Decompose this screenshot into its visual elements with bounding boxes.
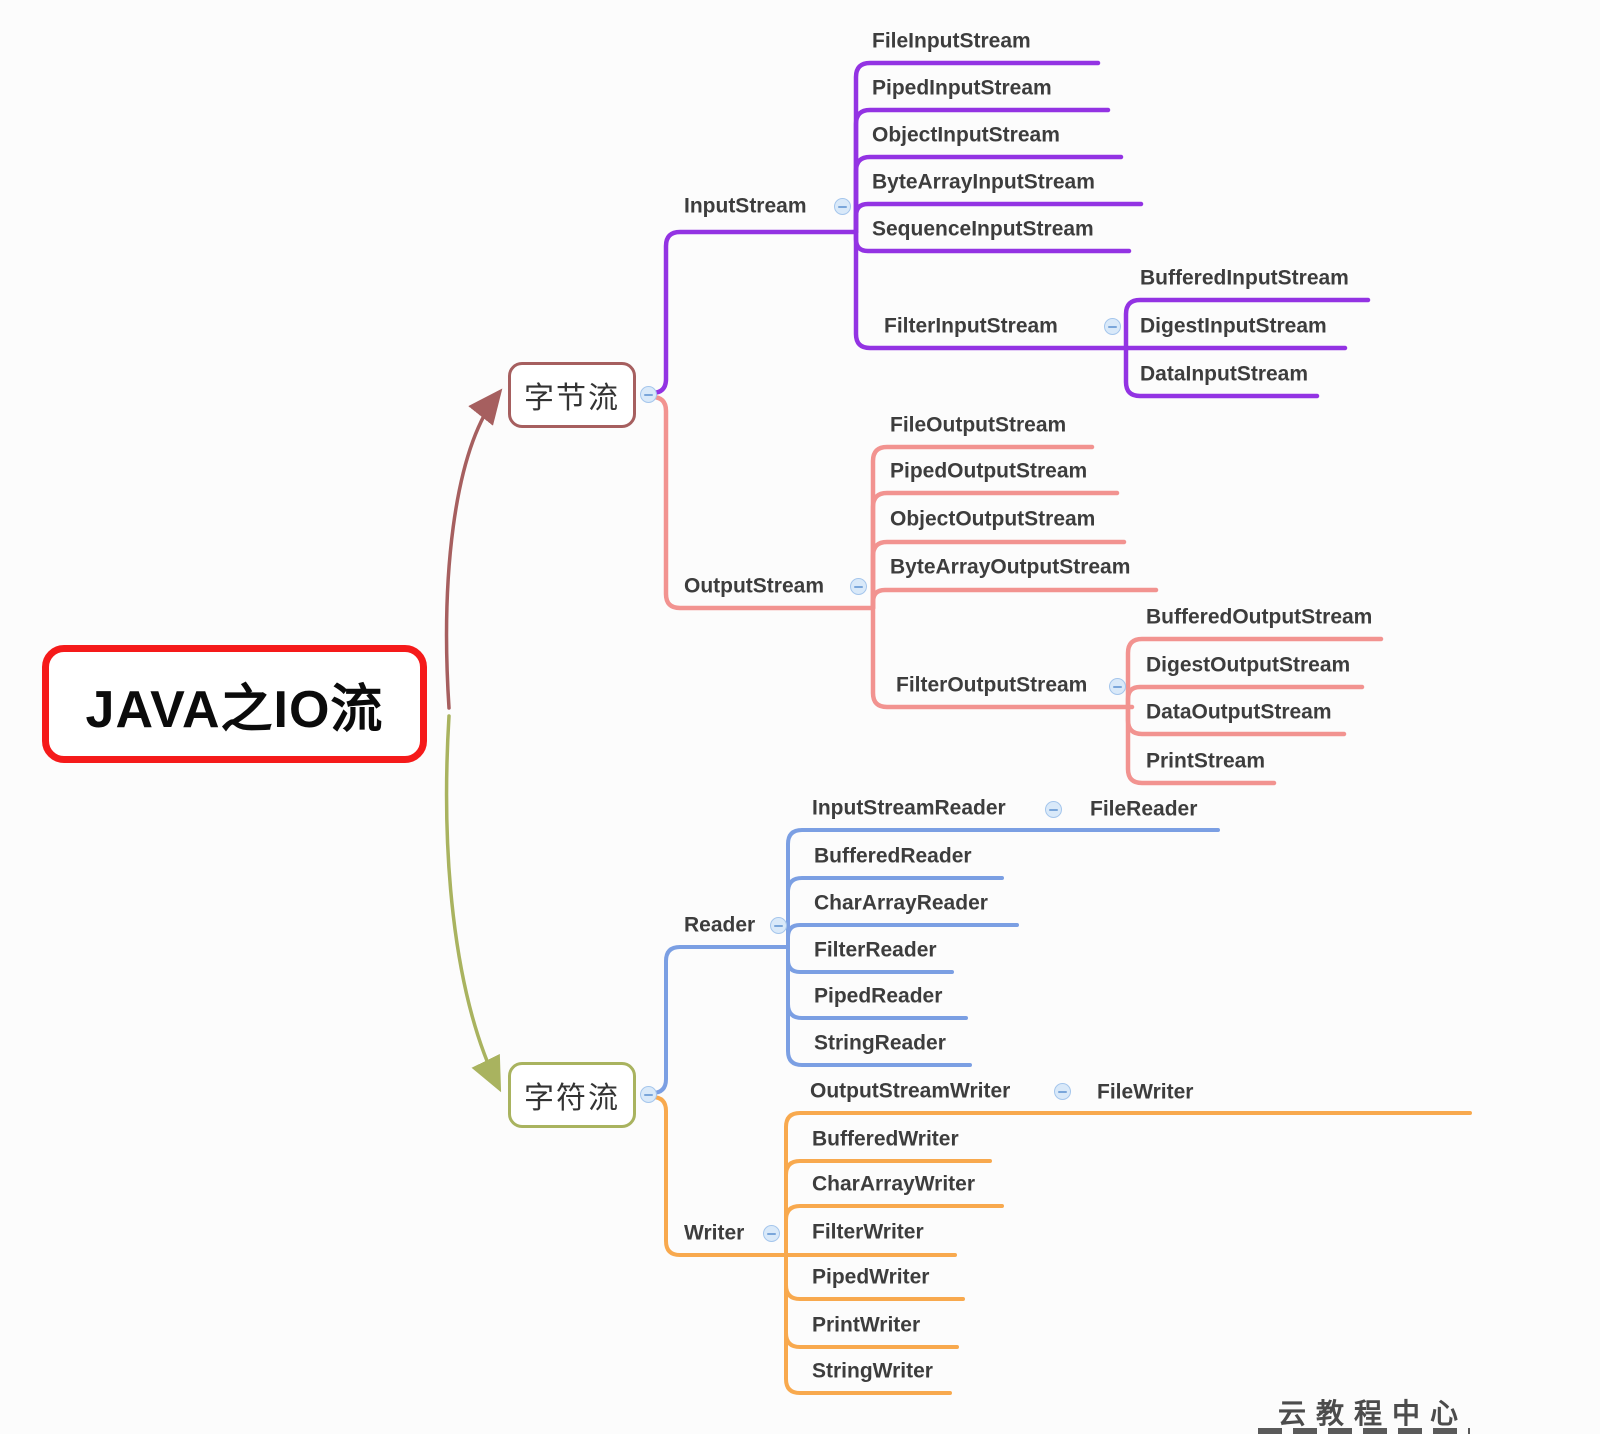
node-pipedoutputstream[interactable]: PipedOutputStream [890, 459, 1088, 483]
node-bytearrayinputstream[interactable]: ByteArrayInputStream [872, 170, 1095, 194]
node-filteroutputstream[interactable]: FilterOutputStream [896, 673, 1088, 697]
node-fileoutputstream[interactable]: FileOutputStream [890, 413, 1067, 437]
node-bufferedreader[interactable]: BufferedReader [814, 844, 972, 868]
watermark-text: 云教程中心 [1278, 1398, 1469, 1429]
node-filewriter[interactable]: FileWriter [1097, 1080, 1194, 1104]
node-filereader[interactable]: FileReader [1090, 797, 1198, 821]
node-filterinputstream[interactable]: FilterInputStream [884, 314, 1058, 338]
node-bytearrayoutputstream[interactable]: ByteArrayOutputStream [890, 555, 1131, 579]
collapse-icon-inputstream[interactable] [834, 198, 851, 215]
node-filterreader[interactable]: FilterReader [814, 938, 937, 962]
node-inputstream[interactable]: InputStream [684, 194, 807, 218]
node-objectoutputstream[interactable]: ObjectOutputStream [890, 507, 1096, 531]
root-node-label: JAVA之IO流 [85, 680, 384, 739]
node-char-stream[interactable]: 字符流 [508, 1062, 636, 1128]
collapse-icon-outputstream[interactable] [850, 578, 867, 595]
node-datainputstream[interactable]: DataInputStream [1140, 362, 1309, 386]
node-digestoutputstream[interactable]: DigestOutputStream [1146, 653, 1351, 677]
node-printwriter[interactable]: PrintWriter [812, 1313, 921, 1337]
node-chararraywriter[interactable]: CharArrayWriter [812, 1172, 976, 1196]
node-sequenceinputstream[interactable]: SequenceInputStream [872, 217, 1094, 241]
node-digestinputstream[interactable]: DigestInputStream [1140, 314, 1327, 338]
collapse-icon-writer[interactable] [763, 1225, 780, 1242]
node-objectinputstream[interactable]: ObjectInputStream [872, 123, 1060, 147]
node-reader[interactable]: Reader [684, 913, 756, 937]
root-node[interactable]: JAVA之IO流 [42, 645, 427, 763]
node-pipedwriter[interactable]: PipedWriter [812, 1265, 930, 1289]
collapse-icon-reader[interactable] [770, 917, 787, 934]
node-pipedreader[interactable]: PipedReader [814, 984, 943, 1008]
node-filterwriter[interactable]: FilterWriter [812, 1220, 924, 1244]
node-writer[interactable]: Writer [684, 1221, 745, 1245]
node-bufferedinputstream[interactable]: BufferedInputStream [1140, 266, 1349, 290]
node-pipedinputstream[interactable]: PipedInputStream [872, 76, 1052, 100]
node-byte-stream-label: 字节流 [524, 382, 620, 415]
node-outputstream[interactable]: OutputStream [684, 574, 825, 598]
node-printstream[interactable]: PrintStream [1146, 749, 1266, 773]
watermark-cropped-line [1258, 1428, 1470, 1434]
collapse-icon-filteroutputstream[interactable] [1109, 678, 1126, 695]
collapse-icon-char-stream[interactable] [640, 1086, 657, 1103]
collapse-icon-inputstreamreader[interactable] [1045, 801, 1062, 818]
node-dataoutputstream[interactable]: DataOutputStream [1146, 700, 1332, 724]
node-chararrayreader[interactable]: CharArrayReader [814, 891, 988, 915]
collapse-icon-byte-stream[interactable] [640, 386, 657, 403]
node-stringwriter[interactable]: StringWriter [812, 1359, 933, 1383]
collapse-icon-outputstreamwriter[interactable] [1054, 1083, 1071, 1100]
node-char-stream-label: 字符流 [524, 1082, 620, 1115]
collapse-icon-filterinputstream[interactable] [1104, 318, 1121, 335]
node-fileinputstream[interactable]: FileInputStream [872, 29, 1031, 53]
node-outputstreamwriter[interactable]: OutputStreamWriter [810, 1079, 1011, 1103]
node-inputstreamreader[interactable]: InputStreamReader [812, 796, 1006, 820]
node-byte-stream[interactable]: 字节流 [508, 362, 636, 428]
node-bufferedoutputstream[interactable]: BufferedOutputStream [1146, 605, 1373, 629]
node-stringreader[interactable]: StringReader [814, 1031, 946, 1055]
node-bufferedwriter[interactable]: BufferedWriter [812, 1127, 959, 1151]
